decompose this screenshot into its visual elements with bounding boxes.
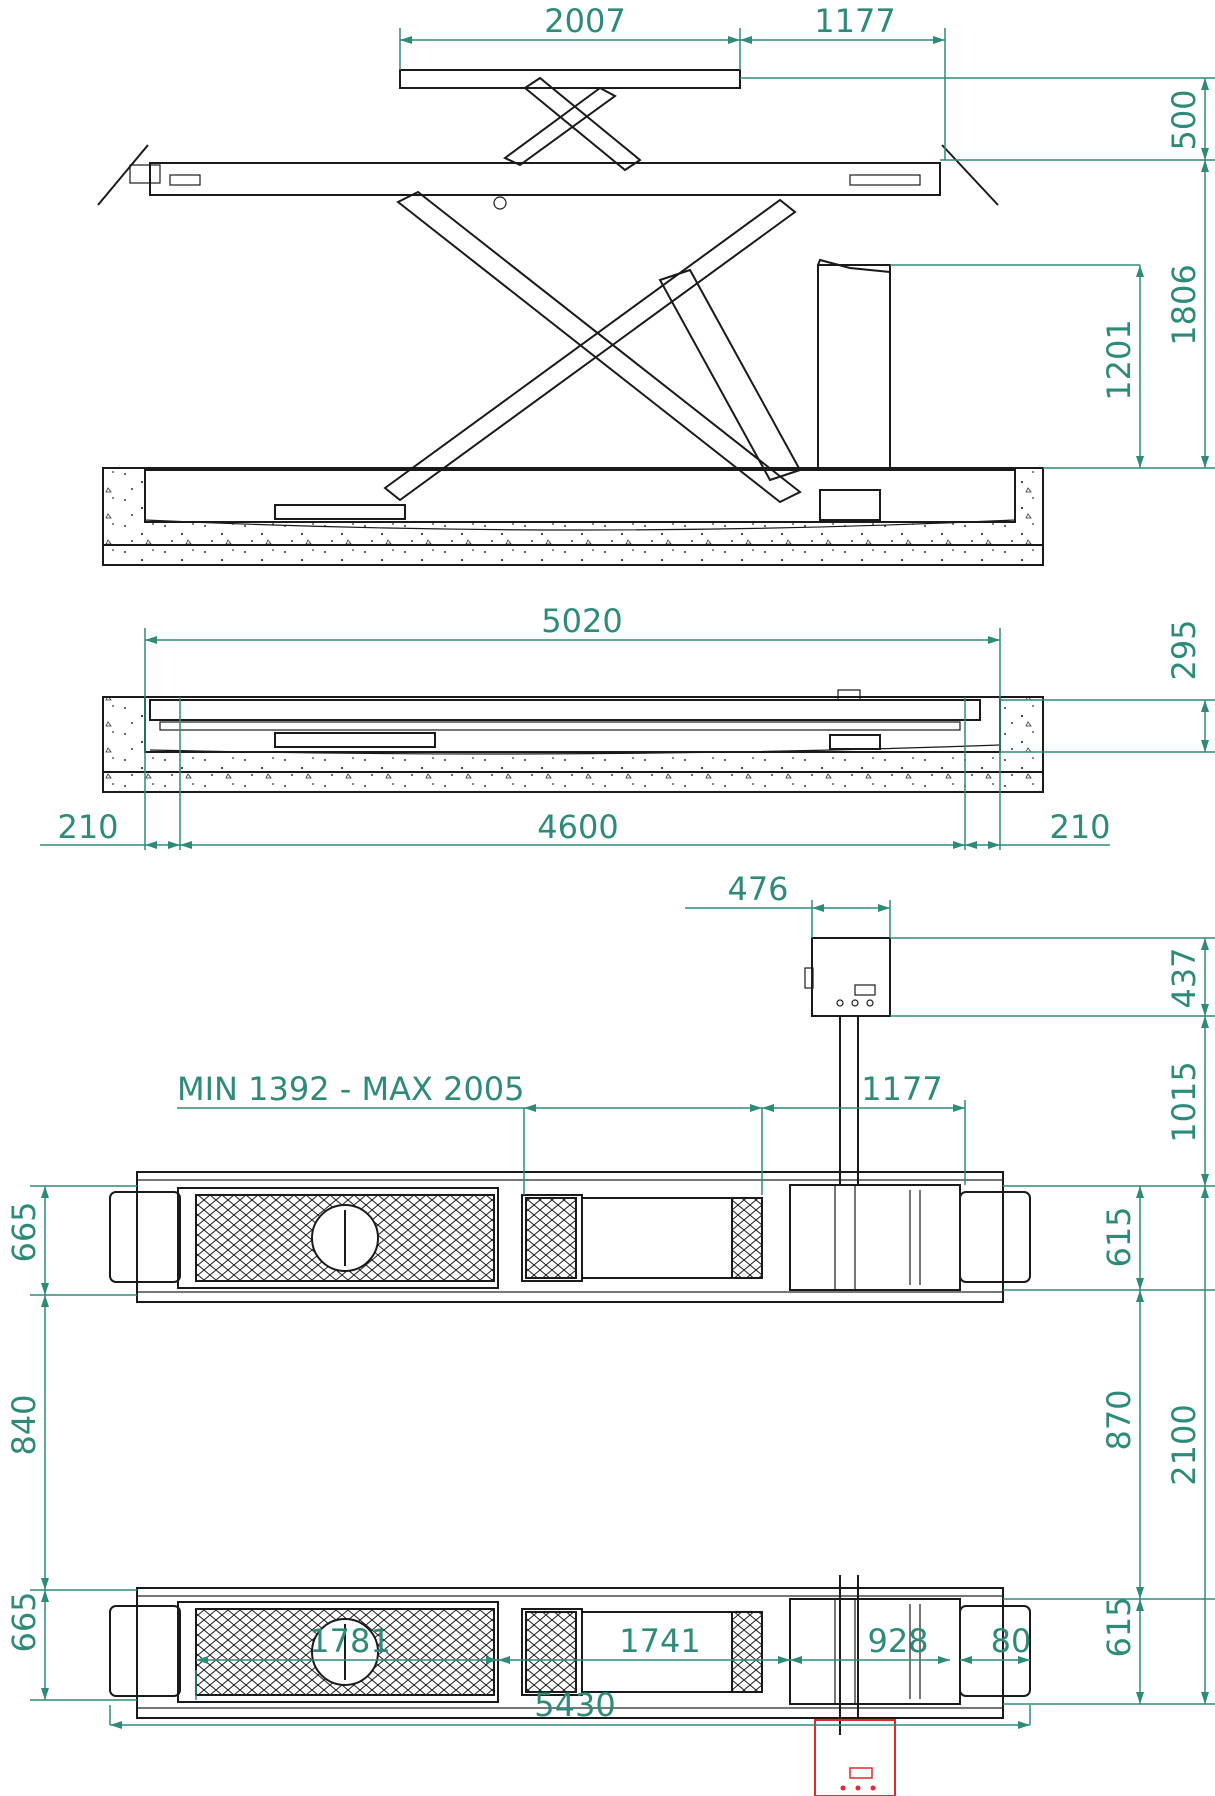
dim-end-right: 210 bbox=[1049, 808, 1110, 846]
dim-seg-4: 80 bbox=[991, 1622, 1032, 1660]
dim-end-left: 210 bbox=[57, 808, 118, 846]
dim-runway-left-bottom: 665 bbox=[5, 1591, 43, 1652]
dim-seg-1: 1781 bbox=[309, 1622, 390, 1660]
dim-lowered-height: 295 bbox=[1165, 619, 1203, 680]
dim-runway-left-top: 665 bbox=[5, 1201, 43, 1262]
dim-overhang-top: 1177 bbox=[861, 1070, 942, 1108]
dim-console-height: 1201 bbox=[1100, 319, 1138, 400]
dim-console-offset: 1015 bbox=[1165, 1061, 1203, 1142]
dim-overall-width: 2100 bbox=[1165, 1404, 1203, 1485]
dim-seg-3: 928 bbox=[867, 1622, 928, 1660]
dim-platform-length: 2007 bbox=[544, 2, 625, 40]
dim-runway-right-top: 615 bbox=[1100, 1206, 1138, 1267]
power-unit bbox=[814, 1719, 896, 1796]
dim-runway-right-bottom: 615 bbox=[1100, 1596, 1138, 1657]
dim-runway-gap-left: 840 bbox=[5, 1394, 43, 1455]
plan-view bbox=[109, 937, 1031, 1796]
dim-overhang: 1177 bbox=[814, 2, 895, 40]
dim-extension-height: 500 bbox=[1165, 89, 1203, 150]
dim-overall-length: 5430 bbox=[534, 1686, 615, 1724]
dim-seg-2: 1741 bbox=[619, 1622, 700, 1660]
dimension-labels: 2007 1177 500 1806 1201 5020 295 210 460… bbox=[5, 2, 1203, 1724]
dim-adjustable-range: MIN 1392 - MAX 2005 bbox=[177, 1070, 525, 1108]
dim-console-depth: 437 bbox=[1165, 947, 1203, 1008]
side-view-raised bbox=[97, 69, 1044, 566]
dim-console-width: 476 bbox=[727, 870, 788, 908]
dim-total-length: 5020 bbox=[541, 602, 622, 640]
control-console bbox=[811, 937, 891, 1017]
side-view-lowered bbox=[102, 689, 1044, 793]
dim-max-height: 1806 bbox=[1165, 264, 1203, 345]
dim-base-length: 4600 bbox=[537, 808, 618, 846]
dimension-lines bbox=[30, 28, 1215, 1729]
dim-runway-gap-right: 870 bbox=[1100, 1389, 1138, 1450]
